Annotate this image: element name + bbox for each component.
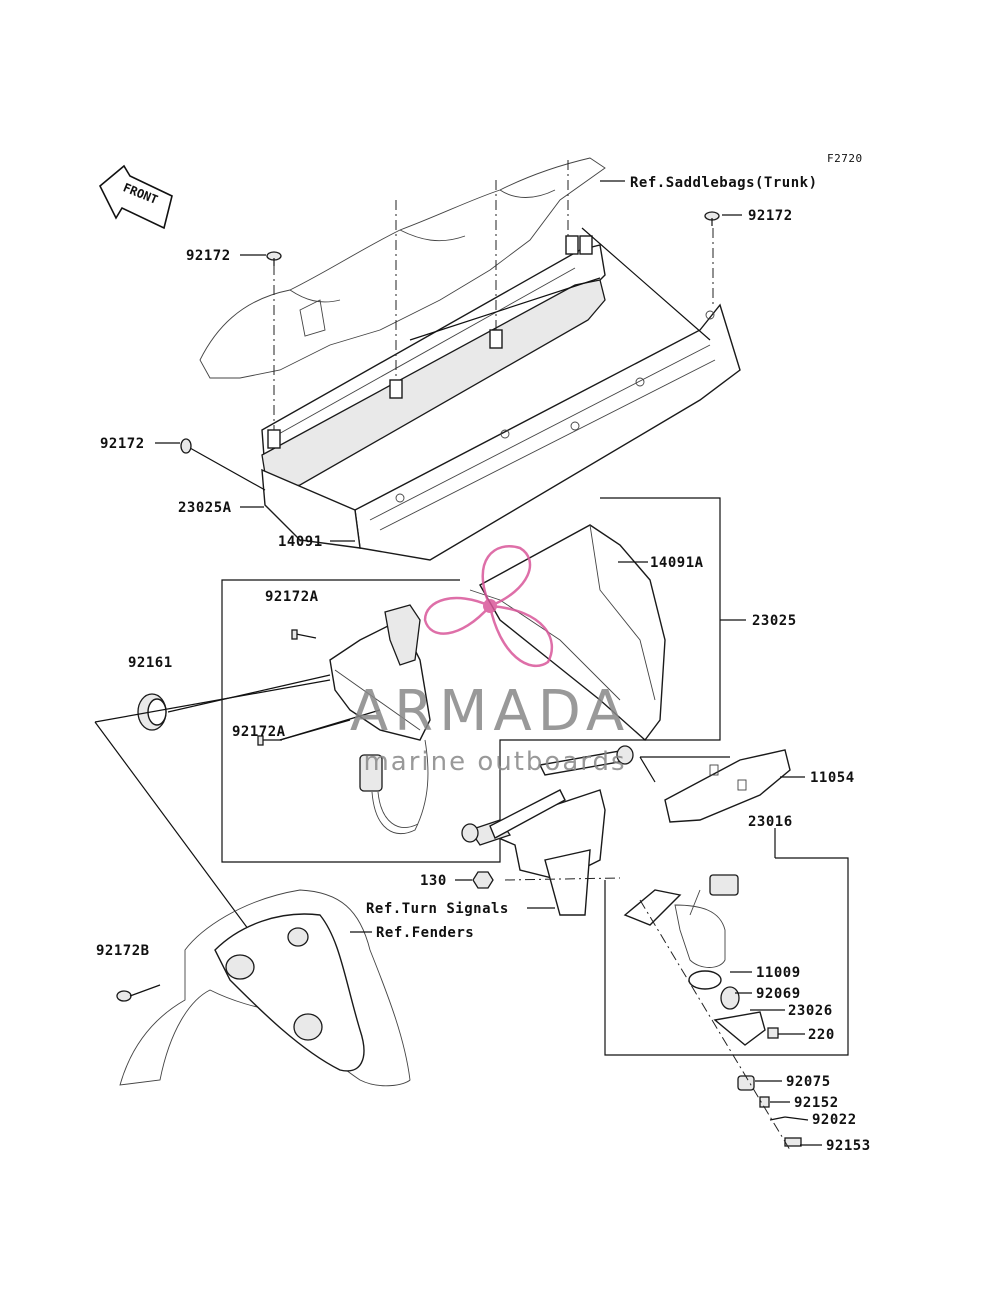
screw-92172-right: [704, 211, 720, 226]
label-23025: 23025: [752, 613, 797, 629]
lens-14091: [261, 303, 741, 561]
label-92172-top-left: 92172: [186, 248, 231, 264]
figure-code: F2720: [827, 152, 863, 165]
label-23025A: 23025A: [178, 500, 232, 516]
label-92161: 92161: [128, 655, 173, 671]
callout-labels: Ref.Saddlebags(Trunk) 92172 92172 92172 …: [96, 175, 871, 1154]
screw-92172-left-top: [266, 251, 282, 266]
label-ref-turn-signals: Ref.Turn Signals: [366, 901, 509, 917]
label-14091A: 14091A: [650, 555, 704, 571]
label-220: 220: [808, 1027, 835, 1043]
license-lamp-components: [623, 874, 802, 1151]
leader-lines: [155, 180, 822, 1146]
label-11009: 11009: [756, 965, 801, 981]
label-92172A-lower: 92172A: [232, 724, 286, 740]
label-92172-top-right: 92172: [748, 208, 793, 224]
label-92075: 92075: [786, 1074, 831, 1090]
label-92172A-upper: 92172A: [265, 589, 319, 605]
label-92152: 92152: [794, 1095, 839, 1111]
license-plate-bracket: [461, 745, 634, 916]
label-92069: 92069: [756, 986, 801, 1002]
watermark-tagline: marine outboards: [363, 747, 626, 777]
license-lamp-23016-box: [604, 828, 849, 1056]
front-arrow-icon: FRONT: [99, 164, 173, 230]
screw-92172A-lower: [257, 735, 282, 746]
label-23026: 23026: [788, 1003, 833, 1019]
label-130: 130: [420, 873, 447, 889]
label-ref-fenders: Ref.Fenders: [376, 925, 474, 941]
led-lamp-assembly: [329, 604, 431, 834]
nut-130: [472, 871, 494, 889]
frame-23025-box: [221, 497, 721, 863]
propeller-logo-icon: [423, 545, 554, 668]
screw-92172B: [116, 984, 161, 1002]
grommet-92161: [94, 674, 331, 946]
label-92172B: 92172B: [96, 943, 150, 959]
fender-outline: [119, 889, 411, 1087]
label-11054: 11054: [810, 770, 855, 786]
watermark: ARMADA marine outboards: [350, 545, 630, 777]
plate-bracket-11054: [639, 749, 791, 823]
label-92172-left: 92172: [100, 436, 145, 452]
watermark-brand: ARMADA: [350, 679, 630, 744]
label-92022: 92022: [812, 1112, 857, 1128]
saddlebag-trunk-outline: [199, 157, 606, 379]
screw-92172A-upper: [291, 629, 317, 640]
screw-92172-side: [180, 438, 192, 454]
label-14091: 14091: [278, 534, 323, 550]
tail-lamp-housing: [261, 235, 606, 493]
label-ref-saddlebags: Ref.Saddlebags(Trunk): [630, 175, 818, 191]
label-92153: 92153: [826, 1138, 871, 1154]
label-23016: 23016: [748, 814, 793, 830]
assembly-lines: [189, 160, 714, 491]
